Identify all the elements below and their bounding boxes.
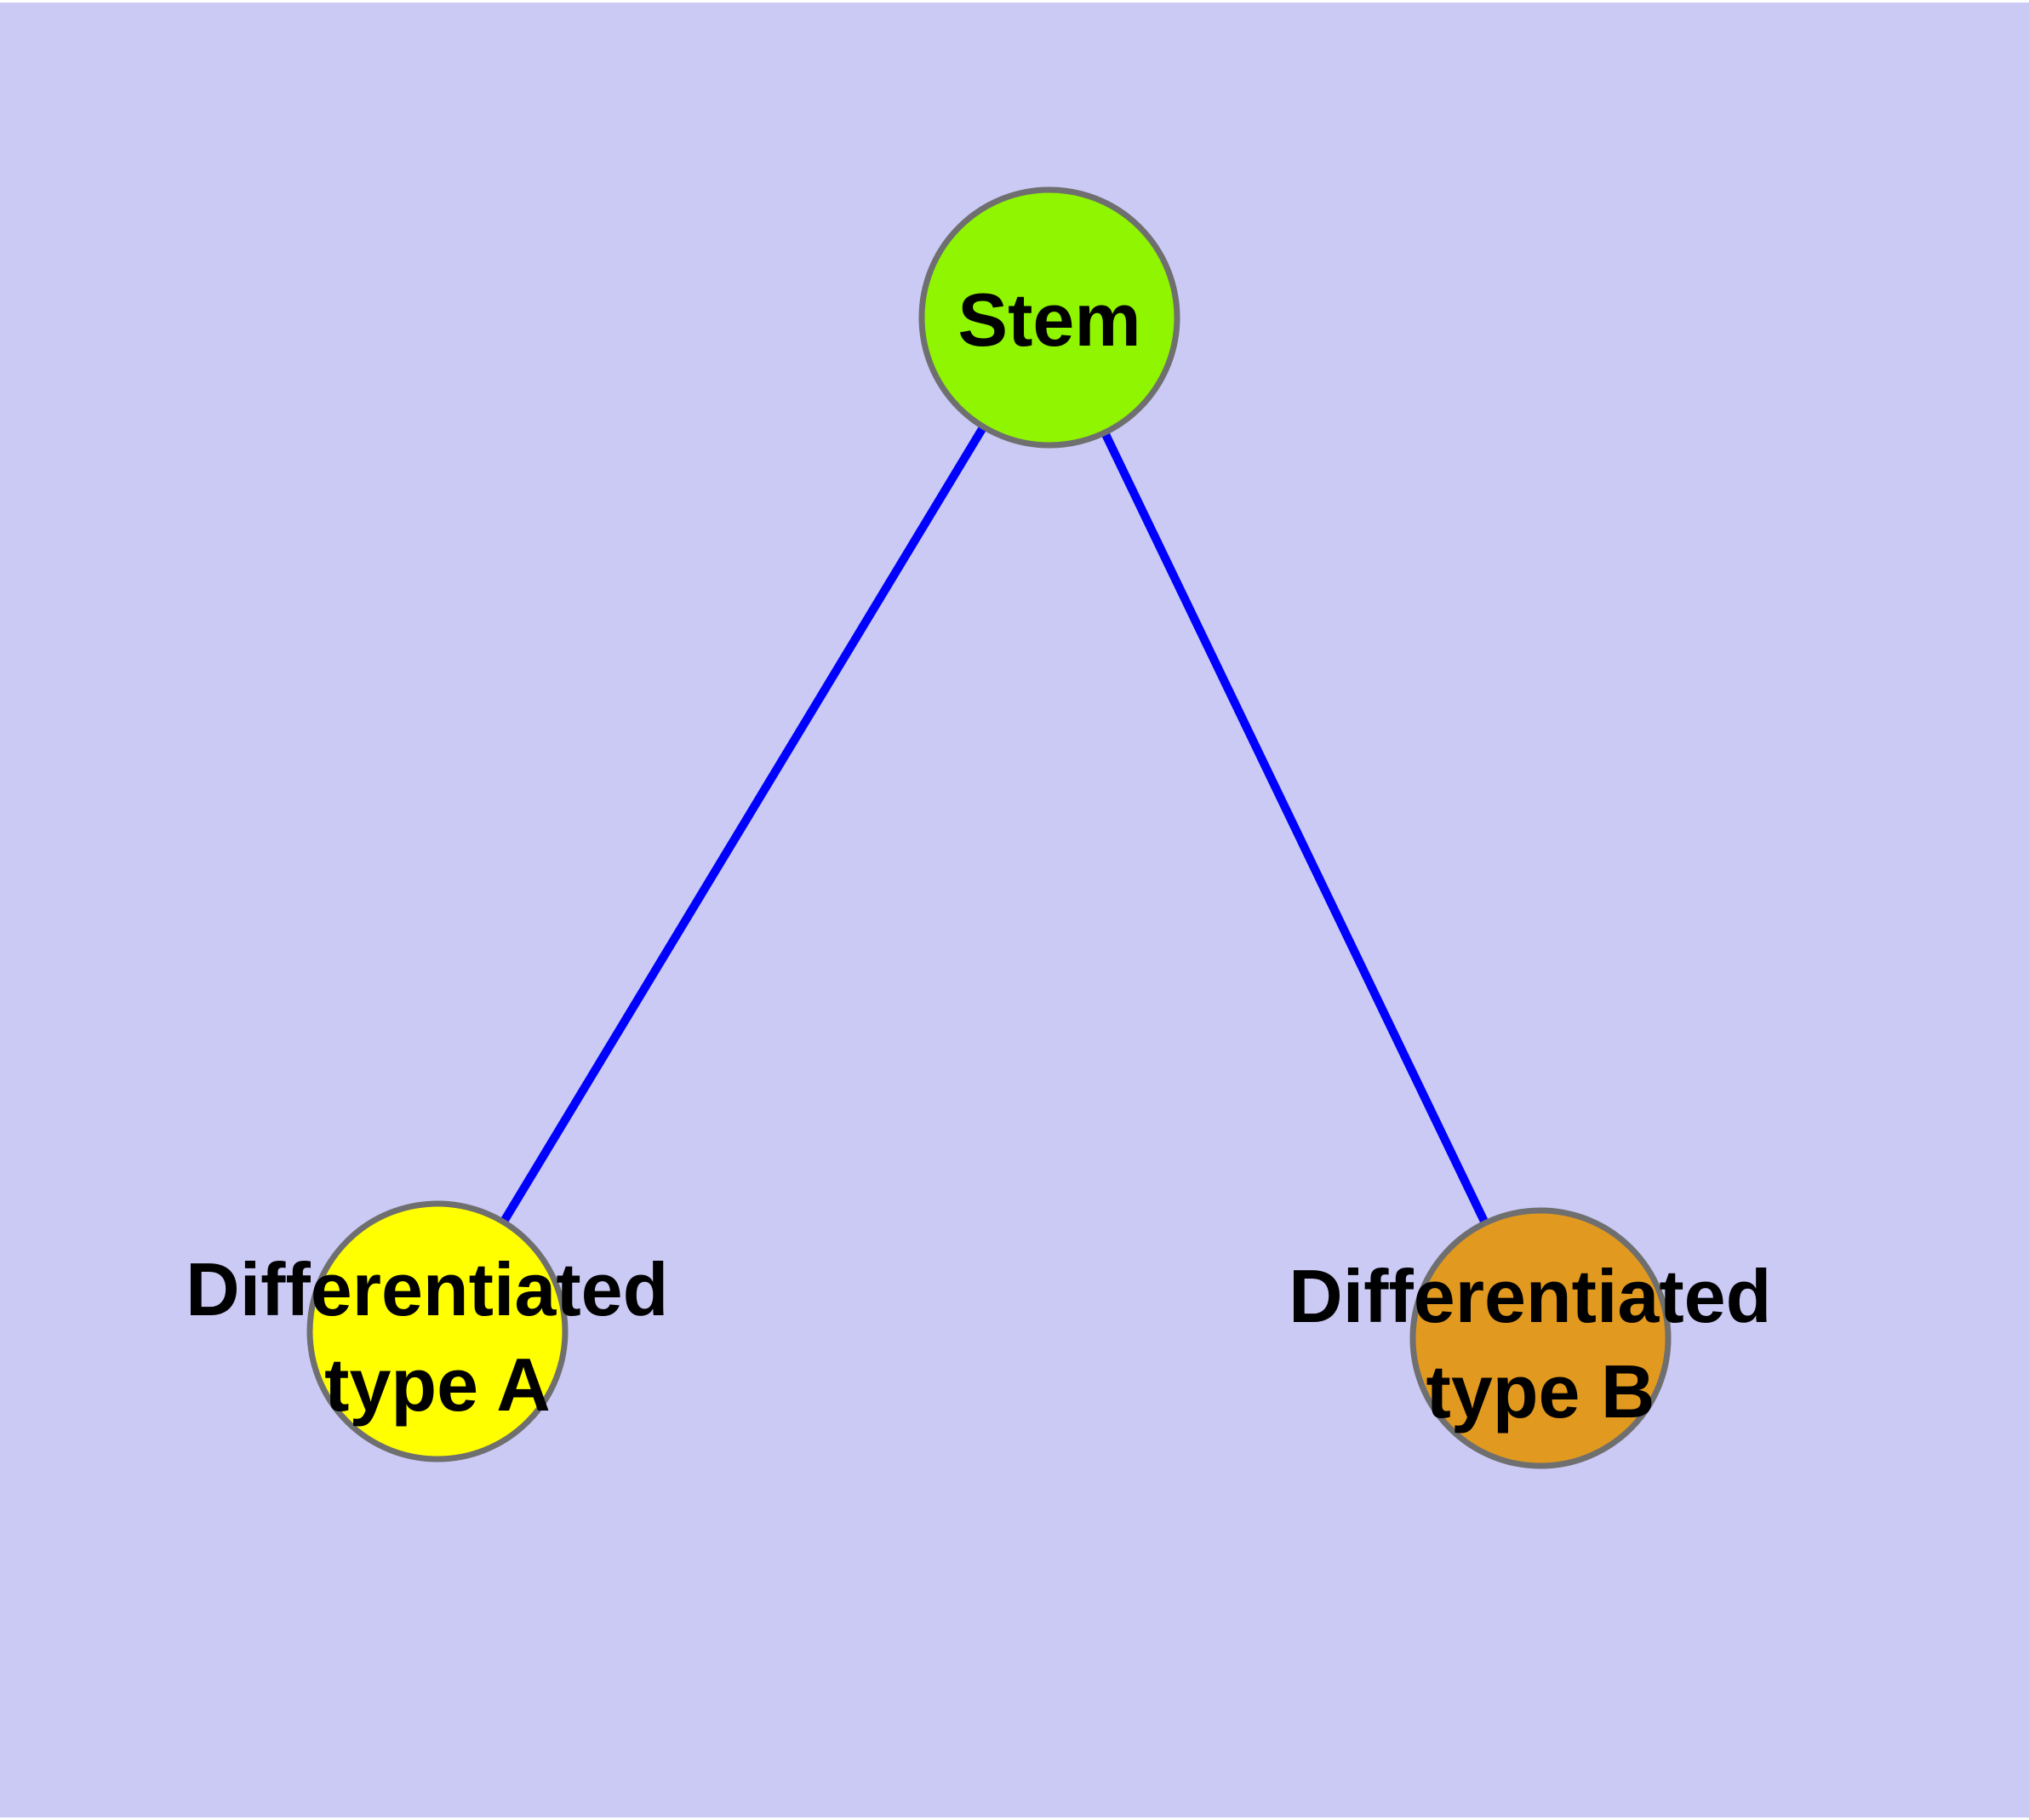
node-differentiated-type-b-label-line1: Differentiated	[1289, 1254, 1771, 1338]
node-differentiated-type-b-label-line2: type B	[1426, 1349, 1655, 1434]
edge-stem-to-differentiated-type-a	[433, 315, 1054, 1334]
node-differentiated-type-a-label-line1: Differentiated	[186, 1247, 668, 1331]
node-stem-label: Stem	[957, 278, 1140, 362]
edge-stem-to-differentiated-type-b	[1045, 315, 1545, 1341]
node-differentiated-type-a-circle	[306, 1200, 569, 1462]
node-differentiated-type-a: Differentiated type A	[186, 1200, 689, 1462]
node-differentiated-type-b: Differentiated type B	[1289, 1207, 1792, 1469]
node-stem: Stem	[918, 186, 1180, 449]
node-differentiated-type-a-label-line2: type A	[324, 1342, 551, 1427]
node-differentiated-type-b-label: Differentiated type B	[1289, 1254, 1792, 1434]
node-differentiated-type-a-label: Differentiated type A	[186, 1247, 689, 1427]
node-differentiated-type-b-circle	[1409, 1207, 1672, 1469]
node-stem-circle	[918, 186, 1180, 449]
